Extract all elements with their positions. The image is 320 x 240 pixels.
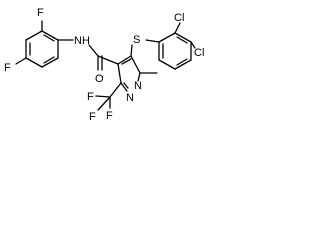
amide-nh-label: NH [74,35,90,47]
trifluoromethyl-fluorine-label-a: F [87,91,94,103]
bond [158,59,176,70]
bond [43,34,55,42]
bond [97,96,111,111]
bond [43,56,55,64]
bond [117,63,122,84]
bond [25,57,43,68]
bond [117,55,132,65]
bond [130,55,141,74]
chlorine-label-2: Cl [194,47,204,59]
bond [109,82,122,98]
carbonyl-oxygen-label: O [95,73,104,85]
bond [97,55,119,65]
bond [41,57,59,68]
chemical-structure-diagram: F F NH O S Cl Cl N N F F F [4,7,204,123]
atom-labels: F F NH O S Cl Cl N N F F F [4,7,204,123]
bond [145,39,160,43]
bond [137,72,141,82]
bond [121,58,132,65]
bond [123,82,129,89]
sulfur-label: S [133,34,140,46]
bond [190,41,196,49]
pyrazole-nitrogen-label-2: N [126,92,134,104]
trifluoromethyl-fluorine-label-b: F [106,110,113,122]
fluorine-label-left: F [4,62,11,74]
bond [174,22,181,34]
fluorine-label-top: F [37,7,44,19]
bond [174,59,192,70]
trifluoromethyl-fluorine-label-c: F [89,111,96,123]
pyrazole-nitrogen-label-1: N [134,80,142,92]
bond [15,57,27,65]
bonds [15,20,196,111]
bond [95,95,111,98]
bond [41,30,59,41]
bond [130,44,133,57]
bond [174,32,192,43]
bond [176,36,188,44]
bond [88,44,99,57]
chlorine-label-1: Cl [174,12,184,24]
bond [25,30,43,41]
bond [120,82,128,92]
bond [158,32,176,43]
bond [176,58,188,66]
